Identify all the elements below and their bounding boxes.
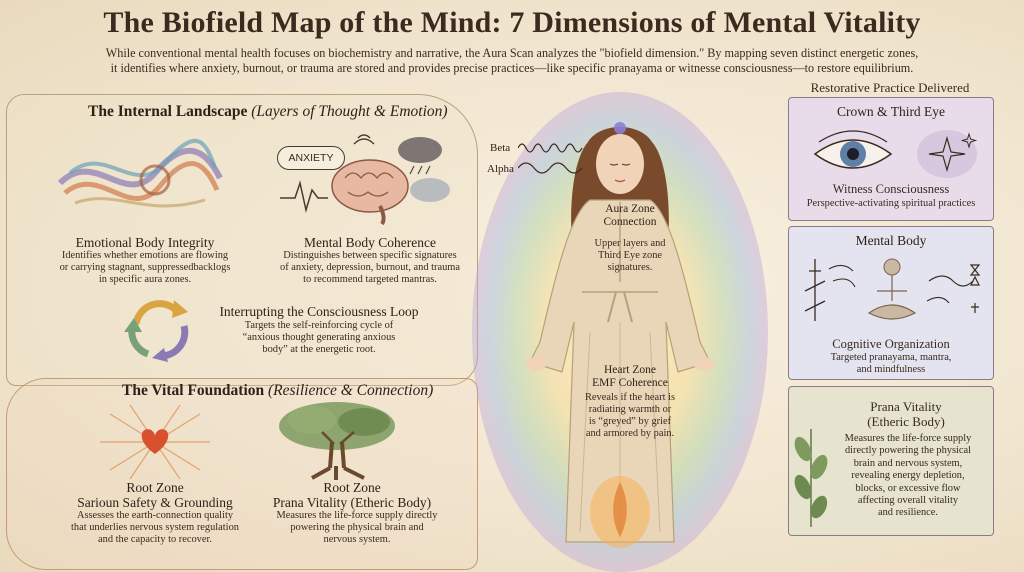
- consciousness-loop-label: Interrupting the Consciousness Loop: [219, 304, 419, 319]
- mental-card-label: Cognitive Organization: [832, 337, 950, 351]
- mental-body-label: Mental Body Coherence: [304, 235, 436, 250]
- mental-card: Mental Body Cognitive Organization Targe…: [788, 226, 994, 380]
- aura-zone-desc: Upper layers and Third Eye zone signatur…: [594, 238, 666, 273]
- vital-foundation-heading: The Vital Foundation (Resilience & Conne…: [122, 382, 434, 399]
- crown-card-label: Witness Consciousness: [832, 182, 950, 196]
- consciousness-loop-desc: Targets the self-reinforcing cycle of “a…: [242, 320, 396, 355]
- cycle-arrows-icon: [124, 300, 189, 362]
- emotional-body-label: Emotional Body Integrity: [75, 235, 215, 250]
- mental-body-desc: Distinguishes between specific signature…: [280, 250, 460, 285]
- page-title: The Biofield Map of the Mind: 7 Dimensio…: [103, 6, 921, 39]
- intro-line-2: it identifies where anxiety, burnout, or…: [110, 61, 914, 75]
- anxiety-badge: ANXIETY: [277, 146, 345, 170]
- intro-text: While conventional mental health focuses…: [40, 46, 984, 76]
- mental-card-desc: Targeted pranayama, mantra, and mindfuln…: [830, 352, 952, 375]
- vital-foundation-panel: [6, 378, 478, 570]
- heart-icon: [100, 404, 210, 480]
- crown-card-desc: Perspective-activating spiritual practic…: [806, 198, 976, 209]
- restorative-header: Restorative Practice Delivered: [810, 80, 970, 95]
- emotional-swirl-icon: [57, 139, 223, 208]
- crown-card-title: Crown & Third Eye: [836, 104, 946, 119]
- prana-card: Prana Vitality (Etheric Body) Measures t…: [788, 386, 994, 536]
- prana-card-desc: Measures the life-force supply directly …: [844, 433, 972, 519]
- root-zone-safety-label: Root Zone Sarioun Safety & Grounding: [77, 480, 233, 510]
- internal-landscape-heading: The Internal Landscape (Layers of Though…: [88, 103, 448, 120]
- internal-landscape-panel: [6, 94, 478, 386]
- root-zone-safety-desc: Assesses the earth-connection quality th…: [71, 510, 239, 545]
- prana-card-title: Prana Vitality (Etheric Body): [867, 399, 945, 429]
- eye-icon: [813, 130, 978, 178]
- tree-icon: [279, 402, 395, 480]
- mental-card-title: Mental Body: [855, 233, 927, 248]
- alpha-label: Alpha: [487, 163, 514, 175]
- root-zone-prana-desc: Measures the life-force supply directly …: [276, 510, 438, 545]
- meditation-icon: [804, 258, 981, 321]
- heart-zone-label: Heart Zone EMF Coherence: [592, 364, 668, 389]
- root-zone-prana-label: Root Zone Prana Vitality (Etheric Body): [272, 480, 432, 510]
- intro-line-1: While conventional mental health focuses…: [105, 46, 919, 60]
- aura-zone-label: Aura Zone Connection: [603, 203, 657, 228]
- brainwave-icon: [518, 143, 583, 174]
- beta-label: Beta: [490, 142, 511, 154]
- leaf-icon: [794, 429, 828, 527]
- aura-figure: [472, 92, 768, 572]
- emotional-body-desc: Identifies whether emotions are flowing …: [59, 250, 231, 285]
- brain-illustration: [280, 134, 450, 226]
- crown-card: Crown & Third Eye Witness Consciousness …: [788, 97, 994, 221]
- heart-zone-desc: Reveals if the heart is radiating warmth…: [584, 392, 676, 439]
